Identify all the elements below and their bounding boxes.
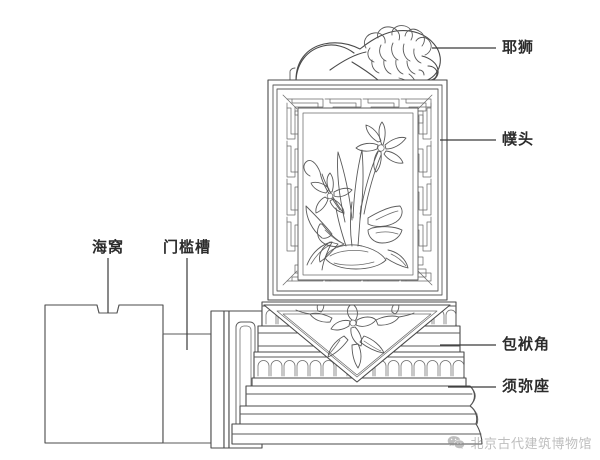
label-men-kan-cao: 门槛槽 [162,238,212,256]
flower-left [310,172,353,214]
watermark-text: 北京古代建筑博物馆 [470,437,592,452]
fu-tou-panel [267,79,448,301]
flower-top [355,121,407,173]
flower-motif [303,121,409,271]
label-xu-mi-zuo: 须弥座 [502,377,551,395]
watermark: 北京古代建筑博物馆 [447,433,592,452]
triangle-flower-motif [295,305,415,369]
lion-mane [363,25,432,75]
threshold-slot-block [162,333,212,444]
label-bao-fu-jiao: 包袱角 [502,335,551,353]
left-stone-block [44,304,164,444]
wechat-icon [448,435,465,449]
xu-mi-zuo-base [231,377,483,445]
label-pa-shi: 耶狮 [502,38,535,56]
label-hai-wo: 海窝 [91,238,125,256]
leader-lines [107,47,496,388]
bao-fu-jiao-triangle [263,304,451,383]
label-fu-tou: 幞头 [502,130,535,148]
reclining-lion [287,25,448,83]
